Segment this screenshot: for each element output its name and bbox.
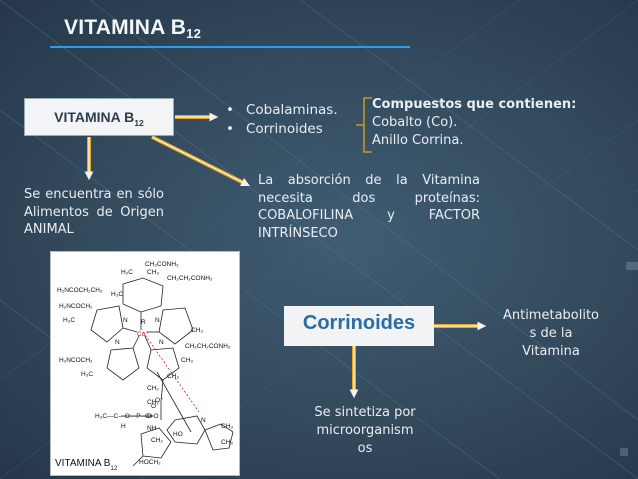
svg-text:CH₂: CH₂ (147, 399, 159, 406)
vitamin-b12-label: VITAMINA B12 (54, 109, 144, 128)
compuestos-heading: Compuestos que contienen: (372, 97, 577, 112)
svg-text:H₃C: H₃C (111, 291, 123, 298)
title-subscript: 12 (186, 26, 202, 41)
svg-text:CH₃: CH₃ (191, 327, 203, 334)
absorcion-text: La absorción de la Vitamina necesita dos… (258, 173, 480, 241)
slide-title: VITAMINA B12 (64, 16, 202, 41)
svg-text:CH₂CH₂CONH₂: CH₂CH₂CONH₂ (185, 343, 231, 350)
svg-text:N: N (159, 339, 164, 346)
svg-text:N: N (123, 317, 128, 324)
svg-text:H₂C: H₂C (121, 269, 133, 276)
svg-text:H₂NCOCH₂: H₂NCOCH₂ (59, 357, 93, 364)
svg-text:NH: NH (147, 425, 157, 432)
bullet-corrinoides: Corrinoides (226, 120, 338, 139)
molecule-caption: VITAMINA B12 (55, 458, 118, 472)
sintetiza-line-2: microorganism (316, 423, 414, 438)
svg-text:HO: HO (173, 431, 183, 438)
antimetabolito-line-2: s de la (529, 326, 573, 341)
antimetabolito-text: Antimetabolito s de la Vitamina (490, 307, 612, 361)
svg-text:H₂NCOCH₂CH₂: H₂NCOCH₂CH₂ (57, 287, 103, 294)
svg-text:Co⁺: Co⁺ (137, 331, 149, 338)
antimetabolito-line-1: Antimetabolito (502, 308, 600, 323)
svg-text:O: O (151, 403, 156, 410)
svg-text:H₃C: H₃C (63, 317, 75, 324)
svg-text:HOCH₂: HOCH₂ (139, 459, 161, 466)
svg-text:N: N (115, 339, 120, 346)
svg-text:O⁻: O⁻ (155, 397, 164, 404)
compuestos-block: Compuestos que contienen: Cobalto (Co). … (372, 96, 576, 150)
molecule-drawing: CH₂CONH₂ H₂C CH₃ CH₂CH₂CONH₂ H₂NCOCH₂CH₂… (57, 261, 234, 467)
bracket-compuestos (356, 97, 372, 153)
molecule-structure-image: CH₂CONH₂ H₂C CH₃ CH₂CH₂CONH₂ H₂NCOCH₂CH₂… (50, 251, 240, 476)
svg-text:CH₂CONH₂: CH₂CONH₂ (145, 261, 179, 268)
sintetiza-line-1: Se sintetiza por (314, 405, 416, 420)
svg-text:N: N (155, 317, 160, 324)
corrinoides-box: Corrinoides (284, 306, 434, 346)
origen-text: Se encuentra en sólo Alimentos de Origen… (24, 187, 164, 237)
svg-text:CH₃: CH₃ (167, 373, 179, 380)
svg-text:CH₃: CH₃ (181, 357, 193, 364)
svg-text:R: R (141, 319, 146, 326)
arrow-to-absorcion (151, 135, 251, 187)
svg-text:N: N (201, 417, 206, 424)
sintetiza-line-3: os (357, 441, 373, 456)
svg-text:H₂NCOCH₂: H₂NCOCH₂ (59, 303, 93, 310)
vitamin-b12-box: VITAMINA B12 (24, 98, 174, 136)
compuestos-item-cobalto: Cobalto (Co). (372, 115, 458, 130)
title-text: VITAMINA B (64, 16, 187, 39)
svg-text:CH₃: CH₃ (221, 423, 233, 430)
bullet-cobalaminas: Cobalaminas. (226, 101, 338, 120)
svg-text:H₃C: H₃C (81, 371, 93, 378)
svg-text:H: H (121, 423, 126, 430)
svg-text:CH₂: CH₂ (147, 385, 159, 392)
svg-text:CH₂: CH₂ (151, 437, 163, 444)
svg-text:H₃C—C—O—P—O: H₃C—C—O—P—O (95, 413, 152, 420)
svg-text:CH₃: CH₃ (147, 269, 159, 276)
title-underline (50, 46, 410, 48)
compuestos-item-anillo: Anillo Corrina. (372, 133, 464, 148)
svg-text:CH₂CH₂CONH₂: CH₂CH₂CONH₂ (167, 275, 213, 282)
antimetabolito-line-3: Vitamina (522, 344, 580, 359)
bullet-list: Cobalaminas. Corrinoides (226, 101, 338, 139)
corrinoides-label: Corrinoides (302, 312, 416, 334)
svg-text:CH₃: CH₃ (221, 439, 233, 446)
sintetiza-text: Se sintetiza por microorganism os (296, 404, 434, 458)
svg-text:C=O: C=O (145, 413, 159, 420)
